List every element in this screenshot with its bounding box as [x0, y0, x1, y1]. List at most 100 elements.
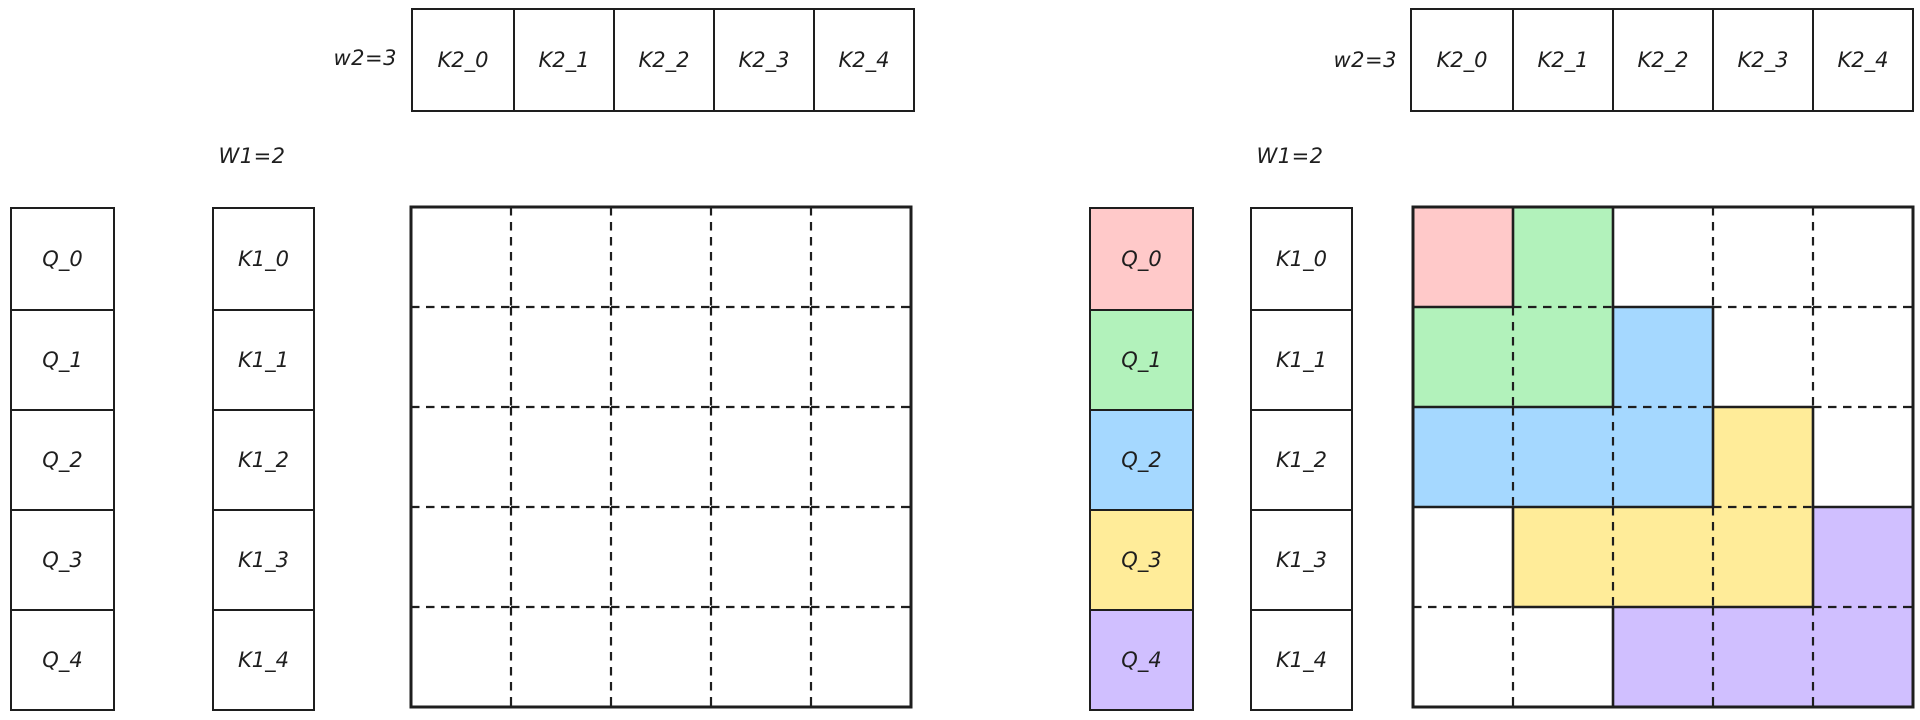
grid-cell	[1513, 407, 1613, 507]
grid-cell	[1613, 407, 1713, 507]
grid-cell	[1413, 407, 1513, 507]
k1-cell-label: K1_0	[1276, 247, 1327, 271]
grid-cell	[1413, 607, 1513, 707]
grid-cell	[611, 507, 711, 607]
w2-window-label: w2=3	[333, 46, 397, 70]
grid-cell	[1613, 607, 1713, 707]
k1-cell: K1_4	[1252, 609, 1351, 709]
q-cell-label: Q_2	[1121, 448, 1162, 472]
k1-cell-label: K1_1	[1276, 348, 1327, 372]
k1-cell: K1_3	[1252, 509, 1351, 609]
grid-cell	[811, 607, 911, 707]
q-cell: Q_4	[1091, 609, 1192, 709]
k1-cell: K1_3	[214, 509, 313, 609]
attention-grid-empty	[409, 205, 913, 709]
q-cell: Q_1	[1091, 309, 1192, 409]
k2-cell-label: K2_3	[1737, 48, 1789, 72]
grid-cell	[411, 507, 511, 607]
w1-window-label: W1=2	[1256, 144, 1324, 168]
grid-cell	[811, 207, 911, 307]
grid-cell	[811, 307, 911, 407]
k2-cell-label: K2_1	[1537, 48, 1589, 72]
grid-cell	[1813, 307, 1913, 407]
k1-cell: K1_0	[214, 209, 313, 309]
grid-cell	[1513, 307, 1613, 407]
q-cell-label: Q_0	[1121, 247, 1162, 271]
k1-cell: K1_2	[1252, 409, 1351, 509]
grid-cell	[1513, 207, 1613, 307]
k1-cell: K1_2	[214, 409, 313, 509]
k2-row: K2_0 K2_1 K2_2 K2_3 K2_4	[411, 8, 915, 112]
q-cell-label: Q_4	[42, 648, 83, 672]
grid-cell	[511, 507, 611, 607]
grid-cell	[1613, 207, 1713, 307]
grid-cell	[1813, 207, 1913, 307]
k2-cell: K2_0	[413, 10, 513, 110]
q-cell-label: Q_3	[1121, 548, 1162, 572]
k1-cell: K1_0	[1252, 209, 1351, 309]
grid-cell	[511, 307, 611, 407]
grid-cell	[1713, 507, 1813, 607]
k2-cell-label: K2_1	[538, 48, 590, 72]
grid-cell	[811, 407, 911, 507]
grid-cell	[711, 607, 811, 707]
grid-cell	[1813, 407, 1913, 507]
grid-outer-border	[409, 205, 913, 709]
grid-cell	[1813, 607, 1913, 707]
grid-cell	[1713, 307, 1813, 407]
grid-cell	[1713, 207, 1813, 307]
k2-cell: K2_3	[1712, 10, 1812, 110]
q-cell: Q_0	[12, 209, 113, 309]
grid-cell	[711, 407, 811, 507]
k1-cell-label: K1_1	[238, 348, 289, 372]
grid-cell	[1713, 607, 1813, 707]
q-cell-label: Q_3	[42, 548, 83, 572]
k2-cell: K2_2	[1612, 10, 1712, 110]
k2-cell: K2_1	[513, 10, 613, 110]
grid-cell	[811, 507, 911, 607]
k2-cell: K2_4	[813, 10, 913, 110]
q-cell: Q_1	[12, 309, 113, 409]
k2-cell: K2_4	[1812, 10, 1912, 110]
grid-cell	[1413, 207, 1513, 307]
k2-row: K2_0 K2_1 K2_2 K2_3 K2_4	[1410, 8, 1914, 112]
grid-cell	[1413, 507, 1513, 607]
w1-window-label: W1=2	[218, 144, 286, 168]
k2-cell-label: K2_0	[1436, 48, 1488, 72]
q-cell: Q_3	[12, 509, 113, 609]
q-cell-label: Q_1	[1121, 348, 1162, 372]
k2-cell-label: K2_3	[738, 48, 790, 72]
k1-cell-label: K1_4	[1276, 648, 1327, 672]
grid-cell	[511, 607, 611, 707]
k1-cell-label: K1_3	[238, 548, 289, 572]
q-cell-label: Q_2	[42, 448, 83, 472]
k2-cell-label: K2_4	[838, 48, 890, 72]
grid-outer-border	[1411, 205, 1915, 709]
grid-cell	[1413, 307, 1513, 407]
grid-cell	[511, 207, 611, 307]
k2-cell: K2_0	[1412, 10, 1512, 110]
k1-cell-label: K1_0	[238, 247, 289, 271]
q-cell: Q_3	[1091, 509, 1192, 609]
k1-cell: K1_4	[214, 609, 313, 709]
grid-cell	[711, 207, 811, 307]
k1-cell-label: K1_3	[1276, 548, 1327, 572]
grid-cell	[411, 307, 511, 407]
grid-cell	[1513, 607, 1613, 707]
grid-cell	[711, 307, 811, 407]
k2-cell-label: K2_0	[437, 48, 489, 72]
k1-cell-label: K1_2	[238, 448, 289, 472]
q-cell: Q_4	[12, 609, 113, 709]
grid-cell	[511, 407, 611, 507]
k1-cell: K1_1	[1252, 309, 1351, 409]
grid-cell	[411, 607, 511, 707]
attention-grid-colored	[1411, 205, 1915, 709]
grid-cell	[611, 207, 711, 307]
grid-cell	[1513, 507, 1613, 607]
k2-cell: K2_2	[613, 10, 713, 110]
